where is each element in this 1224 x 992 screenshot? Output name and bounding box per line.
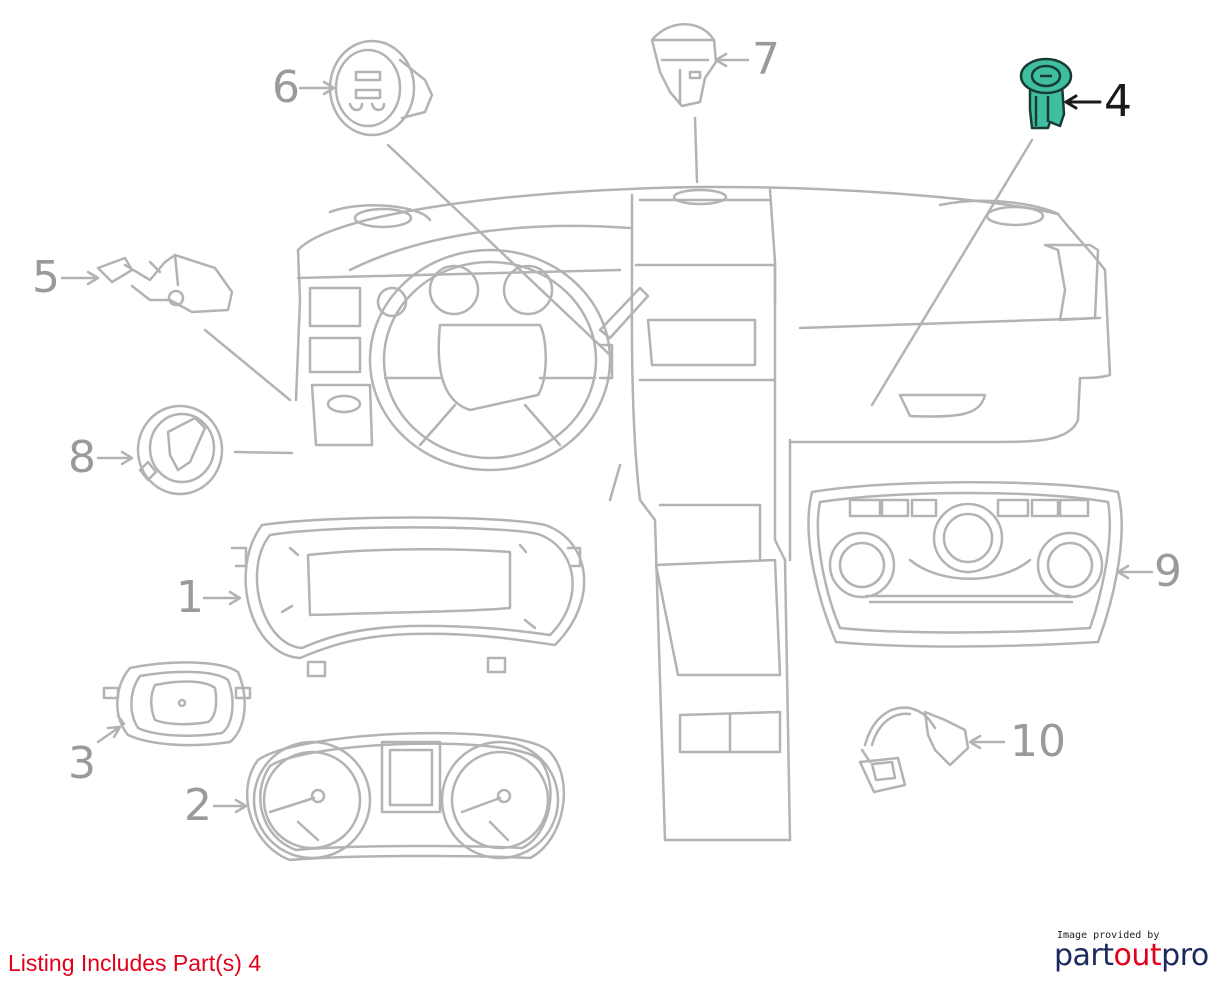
callout-6: 6	[272, 62, 300, 113]
partoutpro-logo: partoutpro	[1054, 938, 1209, 973]
callout-8: 8	[68, 432, 96, 483]
callout-10: 10	[1010, 716, 1066, 767]
leader-line-8	[233, 450, 294, 455]
part-3-clock	[102, 661, 252, 747]
leader-line-6	[386, 143, 612, 357]
part-10-harness	[858, 706, 970, 794]
brand-pro: pro	[1161, 938, 1209, 973]
part-6-switch	[328, 39, 434, 137]
part-2-cluster	[245, 731, 565, 862]
callout-3: 3	[68, 738, 96, 789]
callout-1: 1	[176, 572, 204, 623]
callout-7: 7	[752, 34, 780, 85]
image-credit-label: Image provided by	[1057, 930, 1160, 941]
dashboard-outline	[294, 185, 1112, 842]
brand-out: out	[1113, 938, 1162, 973]
part-5-switch	[96, 253, 234, 314]
leader-line-7	[693, 116, 699, 184]
leader-line-5	[203, 328, 292, 402]
callout-arrow-4	[1064, 94, 1102, 110]
brand-part: part	[1054, 938, 1114, 973]
part-1-cluster-bezel	[230, 516, 586, 678]
listing-note: Listing Includes Part(s) 4	[8, 950, 262, 976]
part-7-switch	[650, 23, 718, 108]
callout-9: 9	[1154, 546, 1182, 597]
part-4-highlighted	[1019, 57, 1073, 130]
part-8-headlamp-switch	[136, 404, 224, 496]
callout-arrows	[60, 52, 1154, 814]
part-9-climate-control	[807, 481, 1123, 648]
callout-2: 2	[184, 780, 212, 831]
callout-4: 4	[1104, 76, 1132, 127]
callout-5: 5	[32, 252, 60, 303]
leader-line-4	[870, 138, 1034, 407]
